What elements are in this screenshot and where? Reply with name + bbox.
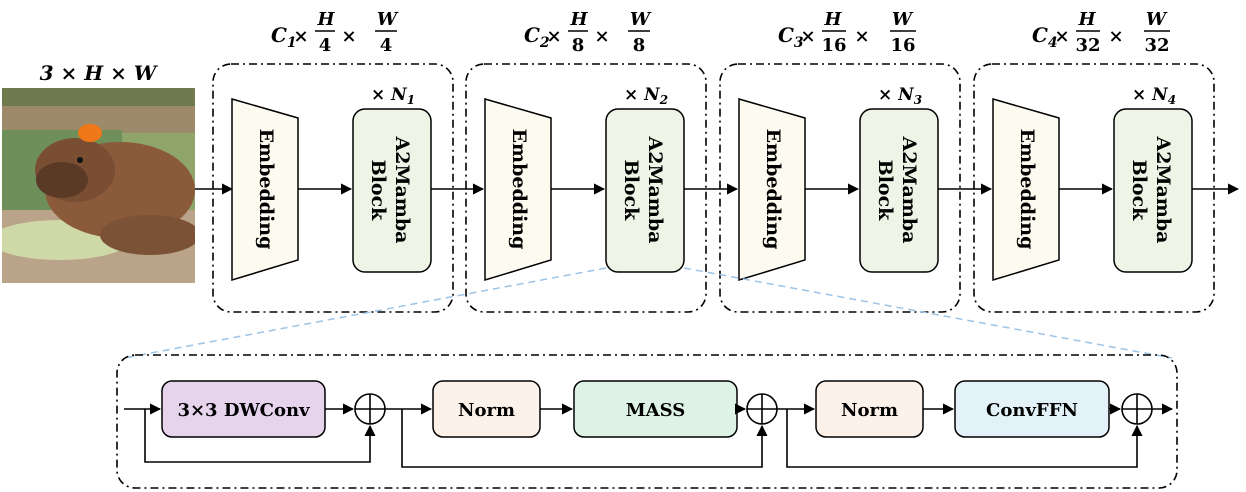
svg-text:16: 16 [821,35,846,56]
svg-text:4: 4 [319,35,332,56]
svg-text:W: W [377,9,399,30]
stage-dims-label: C2×H8×W8 [524,9,652,56]
add-op-2 [746,393,778,425]
a2mamba-block-label: A2MambaBlock [367,135,413,243]
svg-text:H: H [1077,9,1096,30]
svg-text:W: W [1146,9,1168,30]
embedding-label: Embedding [508,129,530,250]
svg-text:×: × [594,26,609,47]
skip-connection-2 [401,409,768,468]
input-image [2,88,195,283]
a2mamba-block-label: A2MambaBlock [874,135,920,243]
embedding-label: Embedding [255,129,277,250]
a2mamba-block-label: A2MambaBlock [1128,135,1174,243]
svg-text:32: 32 [1075,35,1100,56]
a2mamba-block-box [352,108,432,273]
svg-text:W: W [630,9,652,30]
a2mamba-block-box [1113,108,1193,273]
dwconv-label: 3×3 DWConv [177,400,310,421]
embedding-label: Embedding [1016,129,1038,250]
svg-text:H: H [569,9,588,30]
norm2-label: Norm [841,400,898,421]
skip-connection-1 [144,409,376,463]
embedding-label: Embedding [762,129,784,250]
svg-text:H: H [316,9,335,30]
a2mamba-block-label: A2MambaBlock [620,135,666,243]
svg-text:W: W [892,9,914,30]
svg-text:8: 8 [633,35,646,56]
add-op-3 [1121,393,1153,425]
svg-text:×: × [293,26,308,47]
svg-text:32: 32 [1144,35,1169,56]
stage-frame [719,63,961,313]
svg-text:4: 4 [380,35,393,56]
mass-label: MASS [626,400,686,421]
stage-frame [212,63,454,313]
a2mamba-block-box [605,108,685,273]
svg-text:×: × [800,26,815,47]
input-shape-label: 3 × H × W [40,61,159,85]
a2mamba-block-box [859,108,939,273]
svg-text:×: × [854,26,869,47]
svg-text:H: H [823,9,842,30]
svg-text:8: 8 [572,35,585,56]
repeat-label: × N2 [624,85,668,107]
embedding-box [992,98,1060,282]
svg-text:×: × [1108,26,1123,47]
stage-dims-label: C4×H32×W32 [1032,9,1170,56]
block-detail: 3×3 DWConv Norm MASS Norm ConvFFN [116,354,1178,489]
add-op-1 [354,393,386,425]
embedding-box [231,98,299,282]
repeat-label: × N3 [878,85,922,107]
embedding-box [738,98,806,282]
stage-frame [465,63,707,313]
block-detail-frame [116,354,1178,489]
skip-connection-3 [786,409,1143,468]
stage-dims-label: C1×H4×W4 [271,9,399,56]
zoom-line-left [123,267,607,359]
norm1-label: Norm [458,400,515,421]
svg-text:×: × [341,26,356,47]
embedding-box [484,98,552,282]
svg-text:×: × [1054,26,1069,47]
svg-text:16: 16 [890,35,915,56]
stage-dims-label: C3×H16×W16 [778,9,916,56]
stage-frame [973,63,1215,313]
repeat-label: × N4 [1132,85,1176,107]
repeat-label: × N1 [371,85,415,107]
zoom-line-right [683,267,1173,359]
svg-text:×: × [546,26,561,47]
convffn-label: ConvFFN [986,400,1078,421]
